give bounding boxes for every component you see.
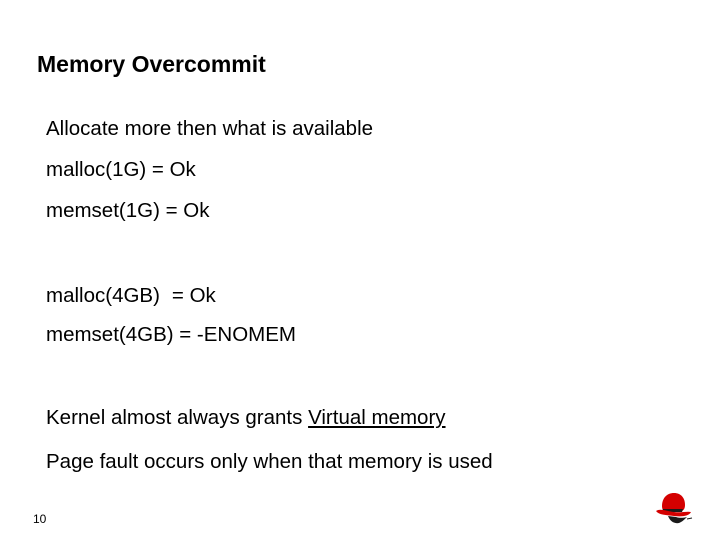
bullet-line: Allocate more then what is available — [46, 117, 374, 140]
bullet-line-result: = Ok — [171, 284, 216, 307]
bullet-line: malloc(1G) = Ok — [46, 158, 196, 181]
bullet-line-text: Kernel almost always grants — [46, 406, 309, 429]
bullet-line: Kernel almost always grants Virtual memo… — [46, 405, 446, 431]
bullet-line: memset(4GB) = -ENOMEM — [46, 323, 297, 346]
page-number: 10 — [33, 512, 47, 526]
bullet-line: malloc(4GB) = Ok — [46, 283, 216, 309]
virtual-memory-link[interactable]: Virtual memory — [308, 406, 446, 429]
slide-title: Memory Overcommit — [37, 51, 266, 77]
bullet-line: Page fault occurs only when that memory … — [46, 450, 493, 473]
red-hat-shadowman-icon — [656, 493, 693, 524]
bullet-line: memset(1G) = Ok — [46, 199, 210, 222]
bullet-line-code: malloc(4GB) — [46, 284, 160, 307]
